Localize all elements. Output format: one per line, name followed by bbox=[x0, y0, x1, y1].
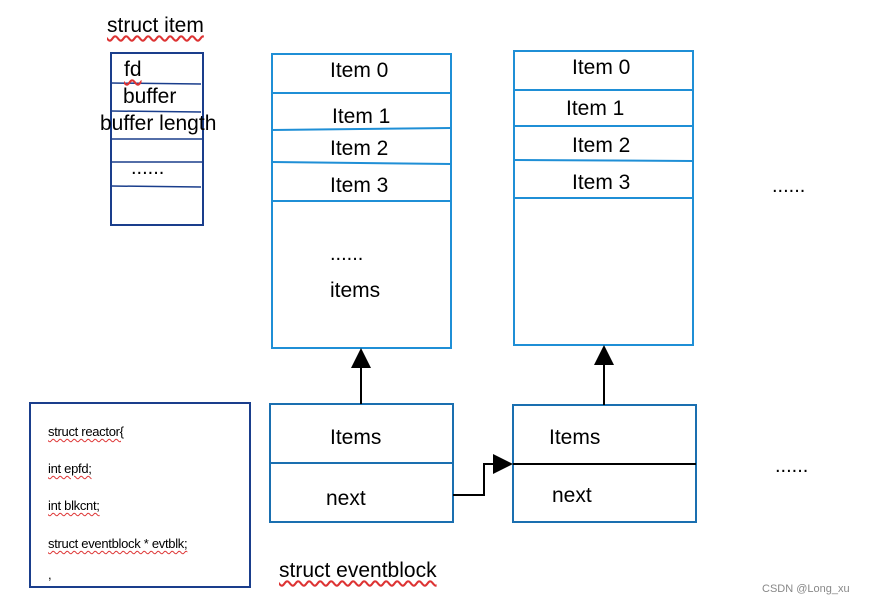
block-1-item-0: Item 0 bbox=[330, 59, 389, 82]
more-blocks-ellipsis-bottom: ...... bbox=[775, 455, 809, 477]
field-buffer-length-label: buffer length bbox=[100, 112, 217, 135]
item-block-1 bbox=[271, 53, 452, 349]
reactor-code-line-2-text: int epfd; bbox=[48, 461, 92, 476]
struct-item-box bbox=[110, 52, 204, 226]
reactor-code-line-4: struct eventblock * evtblk; bbox=[48, 536, 188, 551]
block-1-item-1: Item 1 bbox=[332, 105, 391, 128]
block-2-item-1: Item 1 bbox=[566, 97, 625, 120]
reactor-code-line-1-text: struct reactor{ bbox=[48, 424, 124, 439]
item-block-2 bbox=[513, 50, 694, 346]
reactor-code-line-3: int blkcnt; bbox=[48, 498, 100, 513]
field-buffer-label: buffer bbox=[123, 85, 177, 108]
block-1-items-label: items bbox=[330, 279, 381, 302]
reactor-code-line-5: , bbox=[48, 567, 52, 582]
more-blocks-ellipsis-top: ...... bbox=[772, 175, 806, 197]
eventblock-2-next-label: next bbox=[552, 484, 592, 507]
reactor-code-line-2: int epfd; bbox=[48, 461, 92, 476]
block-1-item-3: Item 3 bbox=[330, 174, 389, 197]
eventblock-1-next-label: next bbox=[326, 487, 366, 510]
eventblock-2-items-label: Items bbox=[549, 426, 601, 449]
eventblock-1-items-label: Items bbox=[330, 426, 382, 449]
block-2-item-0: Item 0 bbox=[572, 56, 631, 79]
block-2-item-2: Item 2 bbox=[572, 134, 631, 157]
block-2-item-3: Item 3 bbox=[572, 171, 631, 194]
reactor-code-line-3-text: int blkcnt; bbox=[48, 498, 100, 513]
reactor-code-box bbox=[29, 402, 251, 588]
watermark: CSDN @Long_xu bbox=[762, 583, 850, 595]
field-ellipsis-label: ...... bbox=[131, 157, 165, 179]
block-1-ellipsis: ...... bbox=[330, 243, 364, 265]
arrow-next-to-eventblock-2 bbox=[453, 454, 513, 496]
field-fd-label: fd bbox=[124, 58, 142, 81]
reactor-code-line-4-text: struct eventblock * evtblk; bbox=[48, 536, 188, 551]
struct-eventblock-title: struct eventblock bbox=[279, 559, 437, 582]
reactor-code-line-1: struct reactor{ bbox=[48, 424, 124, 439]
block-1-item-2: Item 2 bbox=[330, 137, 389, 160]
eventblock-2-box bbox=[512, 404, 697, 523]
struct-item-title: struct item bbox=[107, 14, 204, 37]
